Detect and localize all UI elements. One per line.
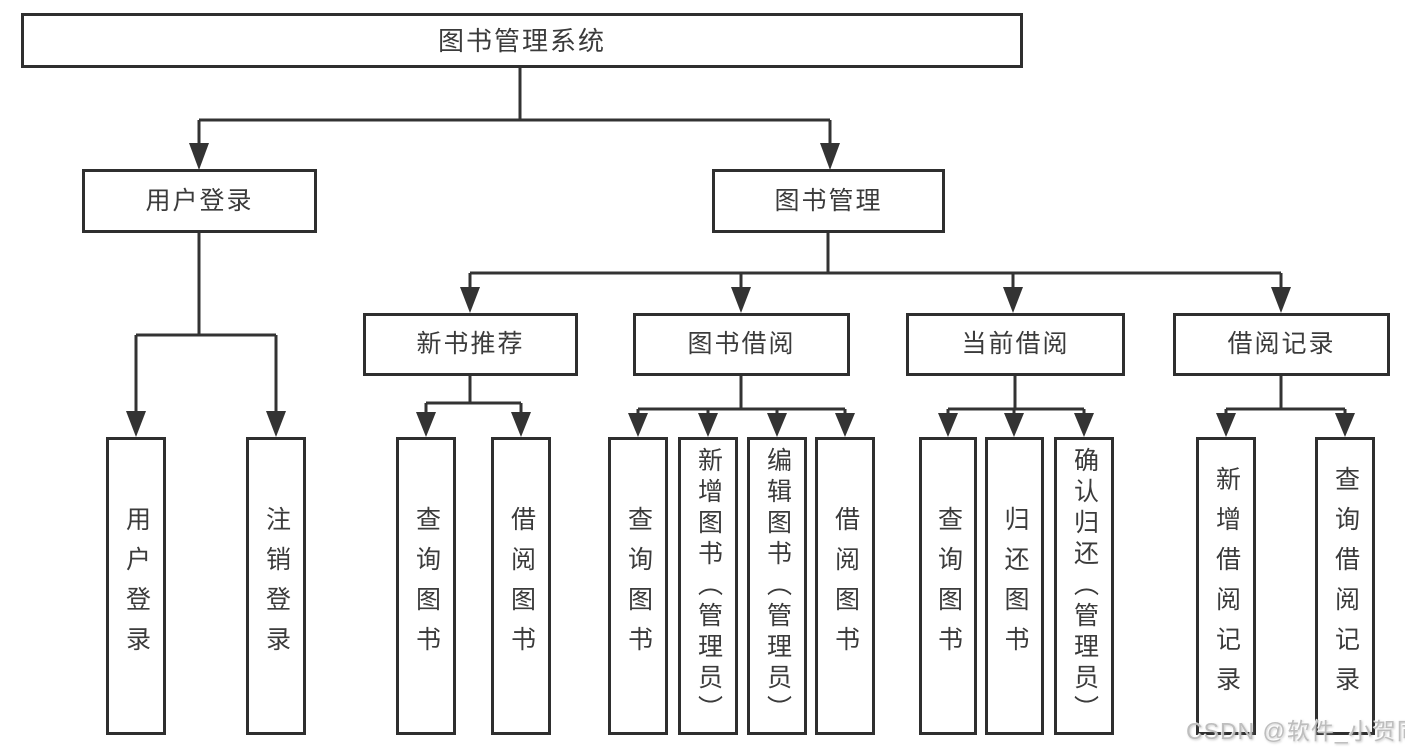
leaf-logout: 注销登录 (246, 437, 306, 735)
node-library-management-system-label: 图书管理系统 (437, 25, 606, 56)
connector-borrowing-records-split (1216, 376, 1355, 437)
node-new-book-recommendation: 新书推荐 (363, 313, 578, 376)
leaf-query-borrow-record: 查询借阅记录 (1315, 437, 1375, 735)
leaf-query-books-current: 查询图书 (919, 437, 977, 735)
csdn-watermark: CSDN @软件_小贺同学 (1186, 718, 1405, 744)
node-book-management: 图书管理 (712, 169, 945, 233)
connector-current-borrowing-split (938, 376, 1094, 437)
leaf-add-borrow-record-label: 新增借阅记录 (1212, 466, 1241, 706)
leaf-borrow-books-borrowing: 借阅图书 (815, 437, 875, 735)
leaf-add-books-admin: 新增图书（管理员） (678, 437, 738, 735)
leaf-borrow-books-borrowing-label: 借阅图书 (831, 506, 860, 666)
leaf-query-books-borrowing: 查询图书 (608, 437, 668, 735)
leaf-query-borrow-record-label: 查询借阅记录 (1331, 466, 1360, 706)
connector-book-management-split (460, 232, 1291, 313)
node-book-borrowing-label: 图书借阅 (687, 330, 796, 358)
leaf-query-books-recommend: 查询图书 (396, 437, 456, 735)
node-library-management-system: 图书管理系统 (21, 13, 1023, 68)
leaf-query-books-borrowing-label: 查询图书 (624, 506, 653, 666)
leaf-confirm-return-admin: 确认归还（管理员） (1054, 437, 1114, 735)
leaf-return-books: 归还图书 (985, 437, 1044, 735)
leaf-borrow-books-recommend-label: 借阅图书 (507, 506, 536, 666)
leaf-query-books-current-label: 查询图书 (934, 506, 963, 666)
connector-new-book-recommendation-split (416, 376, 531, 437)
connector-book-borrowing-split (628, 376, 855, 437)
connector-user-login-split (126, 233, 286, 437)
leaf-user-login-label: 用户登录 (122, 506, 151, 666)
leaf-borrow-books-recommend: 借阅图书 (491, 437, 551, 735)
node-user-login-label: 用户登录 (145, 186, 254, 215)
connector-root-split (189, 68, 840, 170)
leaf-query-books-recommend-label: 查询图书 (412, 506, 441, 666)
node-current-borrowing: 当前借阅 (906, 313, 1125, 376)
leaf-edit-books-admin: 编辑图书（管理员） (747, 437, 807, 735)
leaf-confirm-return-admin-label: 确认归还（管理员） (1070, 446, 1099, 726)
leaf-add-books-admin-label: 新增图书（管理员） (694, 446, 723, 726)
node-user-login: 用户登录 (82, 169, 317, 233)
leaf-add-borrow-record: 新增借阅记录 (1196, 437, 1256, 735)
leaf-edit-books-admin-label: 编辑图书（管理员） (763, 446, 792, 726)
node-new-book-recommendation-label: 新书推荐 (416, 330, 525, 358)
leaf-user-login: 用户登录 (106, 437, 166, 735)
node-book-management-label: 图书管理 (774, 186, 883, 215)
leaf-return-books-label: 归还图书 (1001, 506, 1029, 666)
node-borrowing-records-label: 借阅记录 (1227, 330, 1336, 358)
node-book-borrowing: 图书借阅 (633, 313, 850, 376)
leaf-logout-label: 注销登录 (262, 506, 291, 666)
node-current-borrowing-label: 当前借阅 (961, 330, 1070, 358)
node-borrowing-records: 借阅记录 (1173, 313, 1390, 376)
